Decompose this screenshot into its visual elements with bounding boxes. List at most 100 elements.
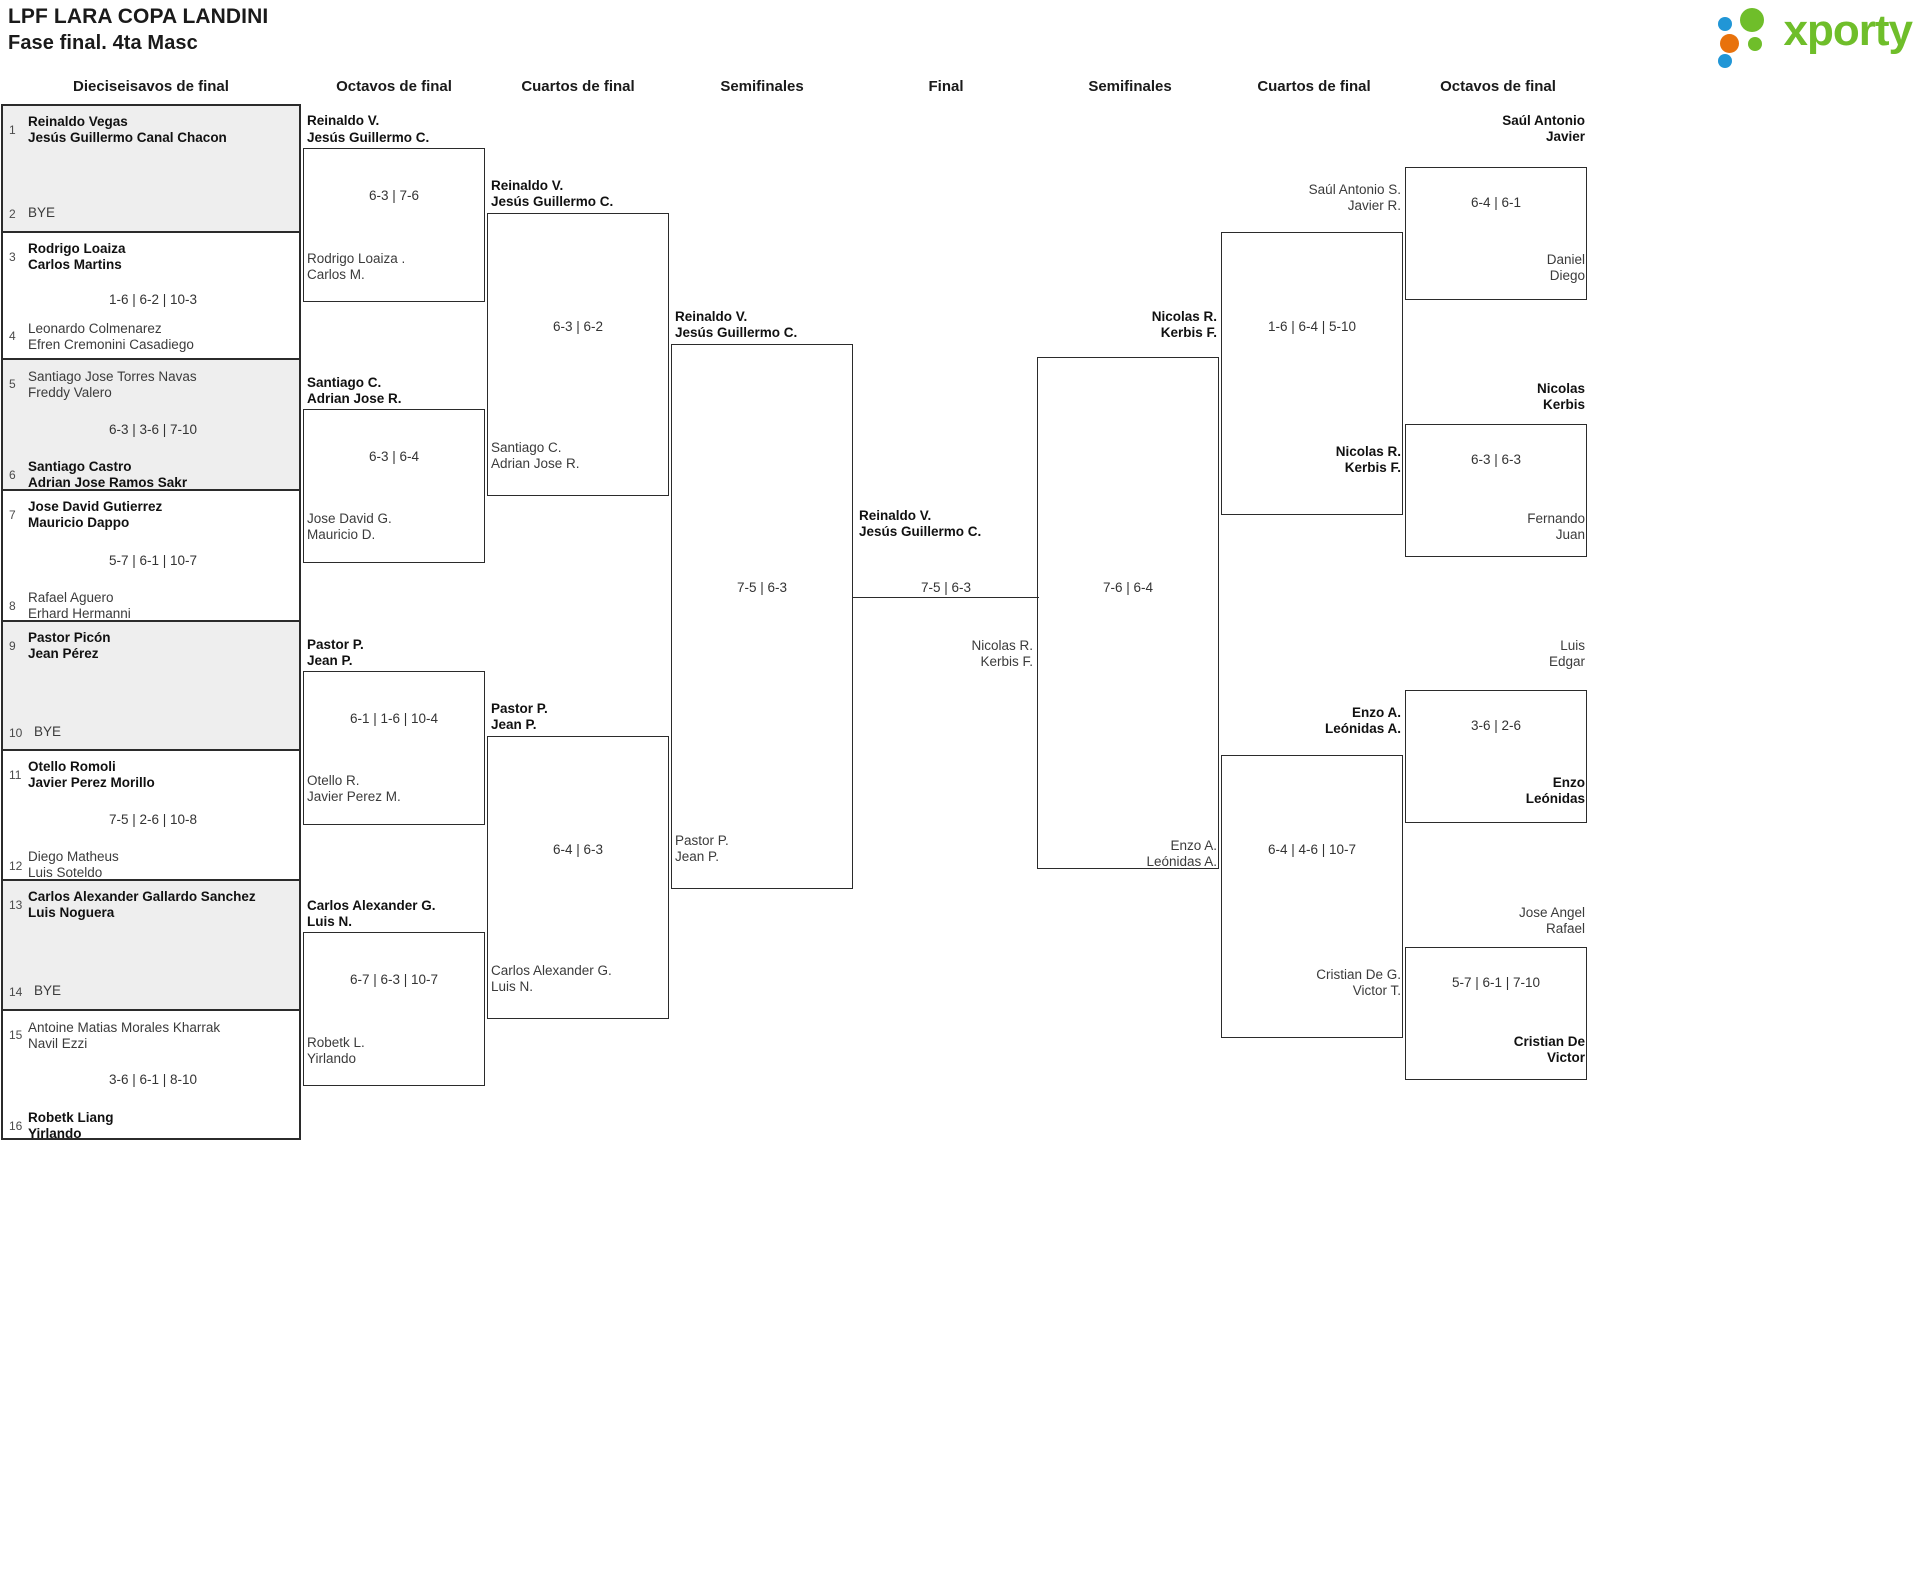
player-name: Yirlando: [28, 1126, 82, 1141]
player-name: Santiago Jose Torres Navas: [28, 369, 197, 384]
round1-match-6[interactable]: 11 Otello Romoli Javier Perez Morillo 7-…: [1, 749, 301, 880]
seed-number: 4: [9, 329, 16, 343]
player-name: Luis Soteldo: [28, 865, 103, 880]
player-name: Victor: [1546, 1050, 1585, 1065]
player-name: Luis N.: [307, 914, 353, 929]
player-name: Otello Romoli: [28, 759, 116, 774]
player-name: Pastor Picón: [28, 630, 111, 645]
seed-number: 8: [9, 599, 16, 613]
round-heading-final: Final: [928, 78, 964, 95]
player-name: Kerbis F.: [980, 654, 1033, 669]
round-heading-left-r8: Octavos de final: [336, 78, 452, 95]
player-name: Javier: [1545, 129, 1585, 144]
octavos-right-match-4[interactable]: [1405, 947, 1587, 1080]
round1-match-3[interactable]: 5 Santiago Jose Torres Navas Freddy Vale…: [1, 358, 301, 490]
player-name: Nicolas: [1536, 381, 1585, 396]
seed-number: 13: [9, 898, 23, 912]
player-name: Luis Noguera: [28, 905, 115, 920]
octavos-left-match-1[interactable]: [303, 148, 485, 302]
player-name: Nicolas R.: [971, 638, 1033, 653]
player-name: Nicolas R.: [1151, 309, 1217, 324]
seed-number: 15: [9, 1028, 23, 1042]
player-name: Pastor P.: [491, 701, 548, 716]
match-score: 7-5 | 6-3: [920, 580, 972, 595]
player-name: Saúl Antonio: [1502, 113, 1585, 128]
logo-wordmark: xporty: [1783, 6, 1913, 55]
octavos-left-match-2[interactable]: [303, 409, 485, 563]
cuartos-right-match-1[interactable]: [1221, 232, 1403, 515]
player-name: Enzo: [1552, 775, 1585, 790]
round1-match-7[interactable]: 13 Carlos Alexander Gallardo Sanchez Lui…: [1, 879, 301, 1009]
round1-match-2[interactable]: 3 Rodrigo Loaiza Carlos Martins 1-6 | 6-…: [1, 231, 301, 358]
player-name: Jesús Guillermo C.: [491, 194, 614, 209]
octavos-left-match-3[interactable]: [303, 671, 485, 825]
match-score: 6-3 | 6-2: [552, 319, 604, 334]
player-name: BYE: [28, 205, 56, 220]
player-name: BYE: [34, 724, 62, 739]
player-name: Jose David G.: [307, 511, 392, 526]
player-name: Luis N.: [491, 979, 534, 994]
player-name: Diego: [1549, 268, 1585, 283]
match-score: 6-7 | 6-3 | 10-7: [349, 972, 439, 987]
seed-number: 9: [9, 639, 16, 653]
player-name: Javier R.: [1347, 198, 1401, 213]
player-name: Enzo A.: [1352, 705, 1401, 720]
player-name: Jesús Guillermo C.: [675, 325, 798, 340]
seed-number: 7: [9, 508, 16, 522]
player-name: Pastor P.: [675, 833, 729, 848]
round1-match-8[interactable]: 15 Antoine Matias Morales Kharrak Navil …: [1, 1009, 301, 1141]
match-score: 1-6 | 6-4 | 5-10: [1267, 319, 1357, 334]
match-score: 7-6 | 6-4: [1102, 580, 1154, 595]
round-heading-left-sf: Semifinales: [720, 78, 804, 95]
cuartos-left-match-1[interactable]: [487, 213, 669, 496]
player-name: Jean Pérez: [28, 646, 99, 661]
round1-match-1[interactable]: 1 Reinaldo Vegas Jesús Guillermo Canal C…: [1, 104, 301, 231]
player-name: Reinaldo V.: [859, 508, 932, 523]
player-name: Cristian De G.: [1316, 967, 1401, 982]
round1-match-5[interactable]: 9 Pastor Picón Jean Pérez 10 BYE: [1, 620, 301, 749]
player-name: Reinaldo V.: [491, 178, 564, 193]
round1-match-4[interactable]: 7 Jose David Gutierrez Mauricio Dappo 5-…: [1, 489, 301, 621]
player-name: Otello R.: [307, 773, 360, 788]
player-name: Navil Ezzi: [28, 1036, 88, 1051]
player-name: Leonardo Colmenarez: [28, 321, 162, 336]
match-score: 6-1 | 1-6 | 10-4: [349, 711, 439, 726]
seed-number: 5: [9, 377, 16, 391]
player-name: Kerbis: [1542, 397, 1585, 412]
logo-dots-icon: [1717, 6, 1780, 68]
player-name: Rafael: [1545, 921, 1585, 936]
cuartos-right-match-2[interactable]: [1221, 755, 1403, 1038]
seed-number: 3: [9, 250, 16, 264]
octavos-right-match-3[interactable]: [1405, 690, 1587, 823]
match-score: 5-7 | 6-1 | 7-10: [1451, 975, 1541, 990]
player-name: Pastor P.: [307, 637, 364, 652]
match-score: 7-5 | 6-3: [736, 580, 788, 595]
player-name: Rafael Aguero: [28, 590, 114, 605]
semifinal-right-match[interactable]: [1037, 357, 1219, 869]
match-score: 6-4 | 6-3: [552, 842, 604, 857]
match-score: 7-5 | 2-6 | 10-8: [108, 812, 198, 827]
round-heading-left-qf: Cuartos de final: [521, 78, 635, 95]
semifinal-left-match[interactable]: [671, 344, 853, 889]
cuartos-left-match-2[interactable]: [487, 736, 669, 1019]
player-name: Reinaldo Vegas: [28, 114, 128, 129]
octavos-left-match-4[interactable]: [303, 932, 485, 1086]
player-name: Antoine Matias Morales Kharrak: [28, 1020, 221, 1035]
player-name: Yirlando: [307, 1051, 357, 1066]
player-name: Diego Matheus: [28, 849, 119, 864]
match-score: 3-6 | 2-6: [1470, 718, 1522, 733]
seed-number: 14: [9, 985, 23, 999]
player-name: Leónidas A.: [1324, 721, 1401, 736]
player-name: Carlos Alexander Gallardo Sanchez: [28, 889, 256, 904]
match-score: 1-6 | 6-2 | 10-3: [108, 292, 198, 307]
octavos-right-match-2[interactable]: [1405, 424, 1587, 557]
octavos-right-match-1[interactable]: [1405, 167, 1587, 300]
tournament-subtitle: Fase final. 4ta Masc: [8, 32, 198, 54]
player-name: Daniel: [1546, 252, 1585, 267]
player-name: Jesús Guillermo C.: [859, 524, 982, 539]
player-name: Kerbis F.: [1160, 325, 1217, 340]
player-name: Carlos Martins: [28, 257, 122, 272]
round-heading-right-r8: Octavos de final: [1440, 78, 1556, 95]
seed-number: 16: [9, 1119, 23, 1133]
match-score: 6-3 | 6-3: [1470, 452, 1522, 467]
